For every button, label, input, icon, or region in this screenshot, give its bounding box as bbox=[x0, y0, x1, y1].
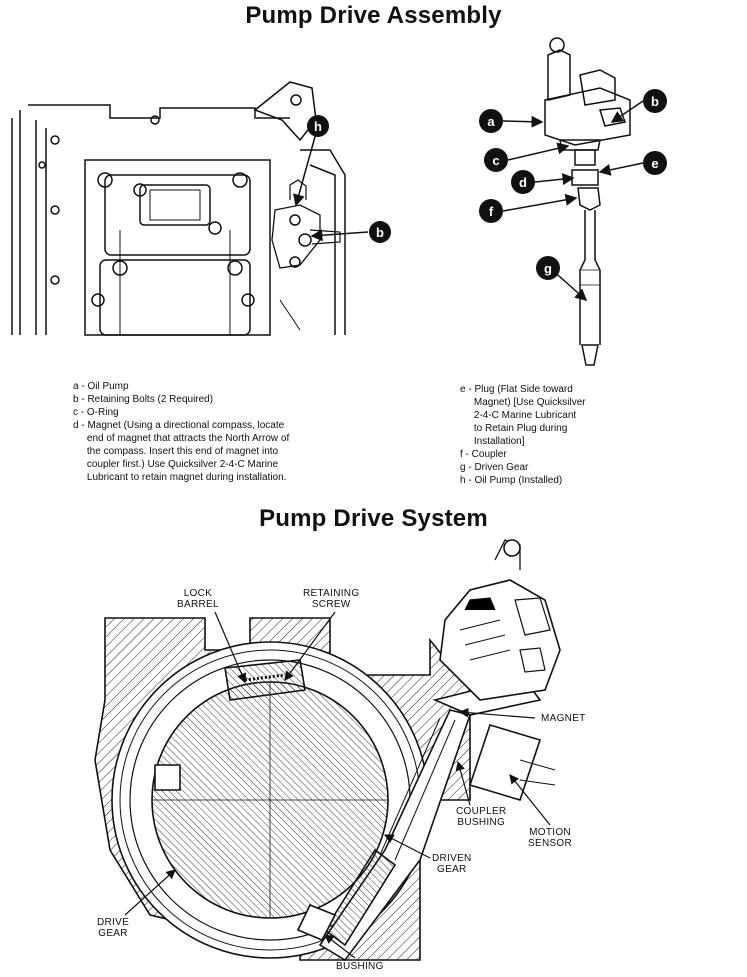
callout-e-label: e bbox=[651, 156, 658, 171]
callout-b-left-label: b bbox=[376, 225, 384, 240]
engine-block-drawing bbox=[11, 81, 346, 336]
callout-e bbox=[643, 151, 667, 175]
legend-item-b: b - Retaining Bolts (2 Required) bbox=[73, 394, 214, 405]
legend-item-e-cont: Installation] bbox=[460, 436, 525, 447]
callout-b bbox=[643, 89, 667, 113]
callout-d bbox=[511, 170, 535, 194]
cross-section-drawing bbox=[94, 539, 561, 962]
legend-item-g: g - Driven Gear bbox=[460, 462, 529, 473]
assembly-title: Pump Drive Assembly bbox=[245, 2, 502, 29]
label-bushing: BUSHING bbox=[336, 961, 384, 972]
right-callouts: a b c e d f g bbox=[479, 89, 667, 280]
callout-f-label: f bbox=[489, 204, 494, 219]
callout-g bbox=[536, 256, 560, 280]
legend-item-e-cont: 2-4-C Marine Lubricant bbox=[460, 410, 577, 421]
callout-h bbox=[307, 115, 329, 137]
callout-a bbox=[479, 109, 503, 133]
callout-a-label: a bbox=[487, 114, 495, 129]
legend-item-e-cont: to Retain Plug during bbox=[460, 423, 568, 434]
legend-item-a: a - Oil Pump bbox=[73, 381, 129, 392]
legend-item-d: d - Magnet (Using a directional compass,… bbox=[73, 420, 285, 431]
legend-item-d-cont: Lubricant to retain magnet during instal… bbox=[73, 472, 287, 483]
callout-b-label: b bbox=[651, 94, 659, 109]
legend-item-f: f - Coupler bbox=[460, 449, 507, 460]
callout-g-label: g bbox=[544, 261, 552, 276]
legend-item-d-cont: end of magnet that attracts the North Ar… bbox=[73, 433, 290, 444]
system-title: Pump Drive System bbox=[259, 505, 488, 532]
legend-right: e - Plug (Flat Side toward Magnet) [Use … bbox=[460, 383, 586, 487]
legend-item-e-cont: Magnet) [Use Quicksilver bbox=[460, 397, 586, 408]
legend-item-e: e - Plug (Flat Side toward bbox=[460, 384, 573, 395]
callout-f bbox=[479, 199, 503, 223]
callout-d-label: d bbox=[519, 175, 527, 190]
callout-b-left bbox=[369, 221, 391, 243]
legend-left: a - Oil Pump b - Retaining Bolts (2 Requ… bbox=[73, 380, 289, 484]
legend-item-h: h - Oil Pump (Installed) bbox=[460, 475, 563, 486]
label-magnet: MAGNET bbox=[541, 713, 586, 724]
callout-c-label: c bbox=[492, 153, 499, 168]
callout-c bbox=[484, 148, 508, 172]
legend-item-c: c - O-Ring bbox=[73, 407, 119, 418]
legend-item-d-cont: the compass. Insert this end of magnet i… bbox=[73, 446, 279, 457]
legend-item-d-cont: coupler first.) Use Quicksilver 2-4-C Ma… bbox=[73, 459, 279, 470]
callout-h-label: h bbox=[314, 119, 322, 134]
